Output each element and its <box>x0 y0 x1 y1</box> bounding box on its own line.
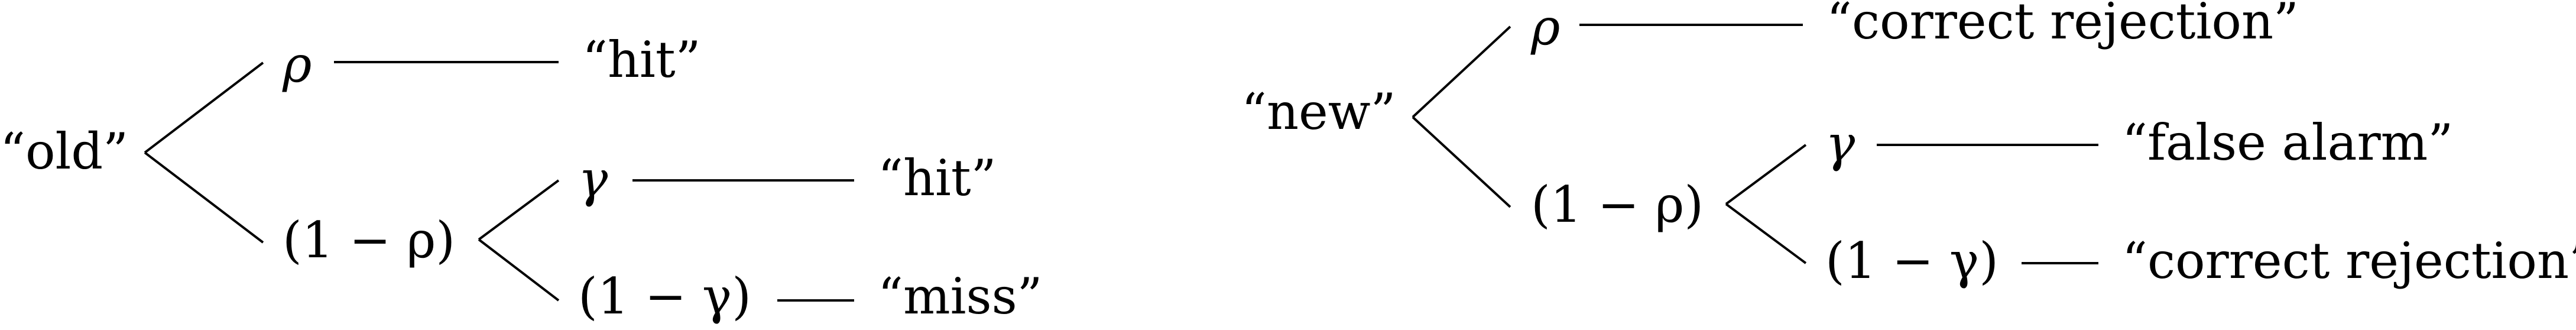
prob-label-new-one-minus-gamma: (1 − γ) <box>1825 232 1998 290</box>
outcome-label-new-correct-rejection-2: “correct rejection” <box>2122 232 2576 290</box>
prob-label-old-one-minus-rho: (1 − ρ) <box>283 211 455 269</box>
branch-old-gamma <box>478 179 560 241</box>
branch-new-rho <box>1412 25 1511 118</box>
tree-new: “new” ρ “correct rejection” (1 − ρ) γ “f… <box>1241 0 2576 290</box>
root-label-new: “new” <box>1241 83 1396 141</box>
prob-label-old-gamma: γ <box>578 150 608 208</box>
outcome-label-old-miss: “miss” <box>878 267 1043 325</box>
prob-label-new-one-minus-rho: (1 − ρ) <box>1531 176 1704 234</box>
outcome-label-new-correct-rejection: “correct rejection” <box>1826 0 2299 50</box>
branch-old-rho <box>144 62 264 154</box>
outcome-label-old-hit: “hit” <box>582 31 701 89</box>
branch-old-one-minus-gamma <box>478 238 560 302</box>
branch-new-gamma <box>1725 144 1807 205</box>
tree-old: “old” ρ “hit” (1 − ρ) γ “hit” (1 − γ) “m… <box>0 31 1043 325</box>
prob-label-new-gamma: γ <box>1825 115 1855 173</box>
prob-label-new-rho: ρ <box>1530 0 1560 56</box>
root-label-old: “old” <box>0 122 128 180</box>
branch-new-one-minus-rho <box>1412 116 1511 208</box>
outcome-label-old-hit-2: “hit” <box>878 149 997 207</box>
branch-old-one-minus-rho <box>144 151 264 244</box>
outcome-label-new-false-alarm: “false alarm” <box>2122 114 2453 172</box>
prob-label-old-rho: ρ <box>282 35 312 93</box>
prob-label-old-one-minus-gamma: (1 − γ) <box>578 267 751 325</box>
branch-new-one-minus-gamma <box>1725 203 1807 264</box>
